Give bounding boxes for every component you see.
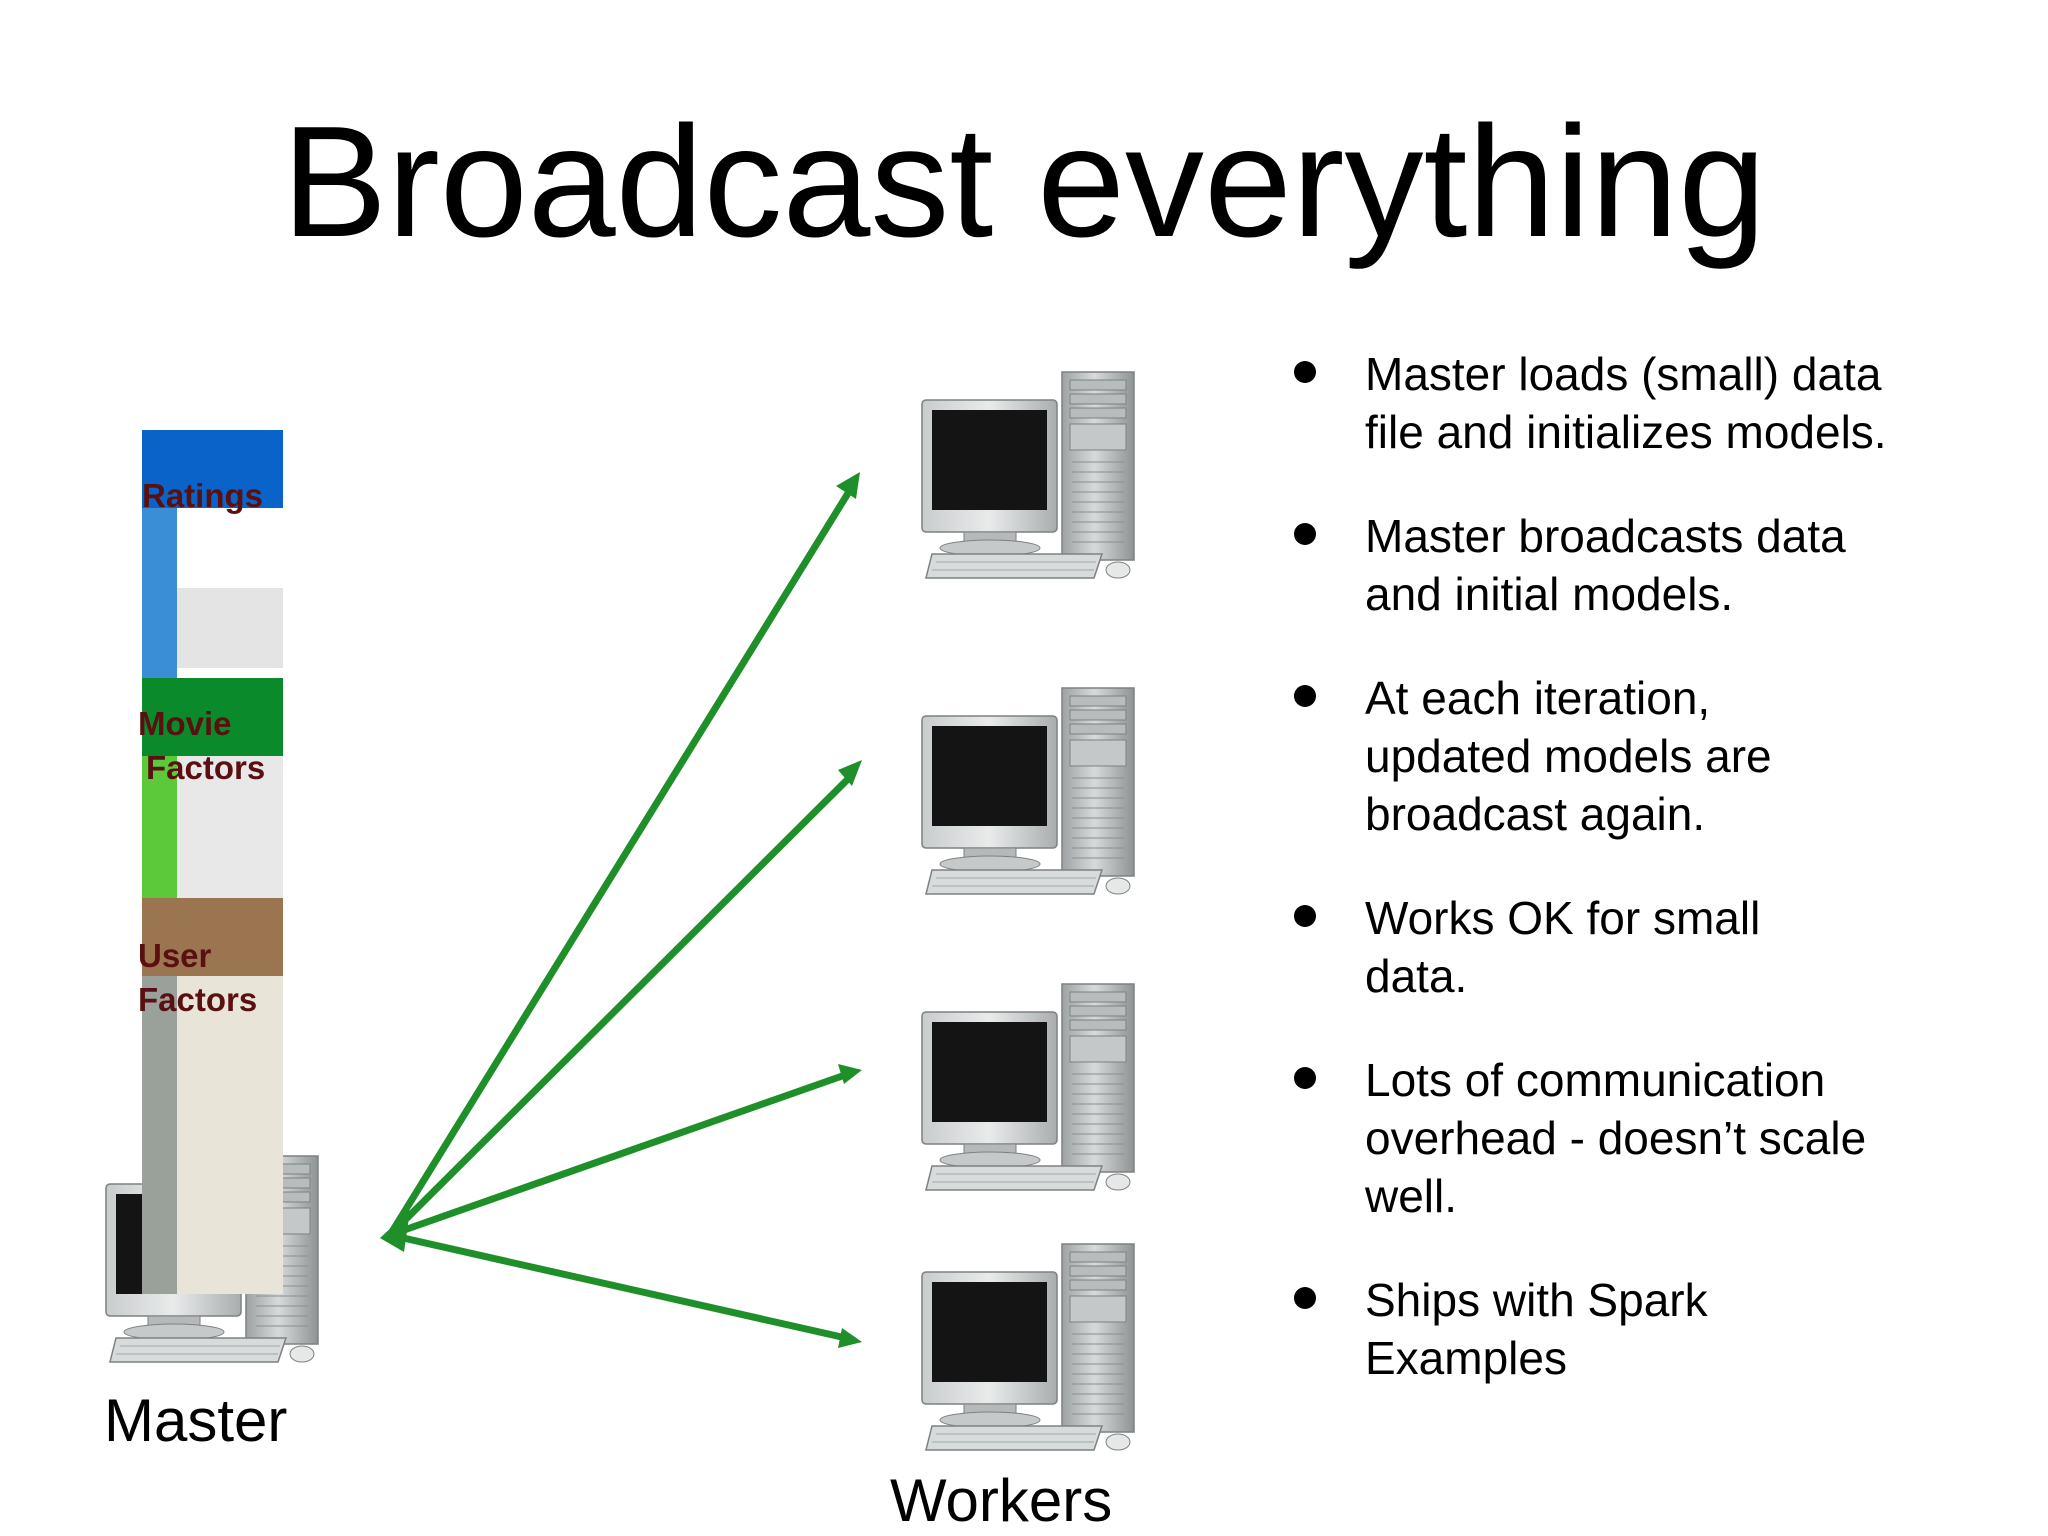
stack-label-user-factors: User Factors [138, 934, 257, 1022]
arrow-to-worker-2 [386, 760, 862, 1239]
workers-label: Workers [890, 1467, 1113, 1534]
bullet-item: Master loads (small) data file and initi… [1280, 345, 1925, 461]
stack-label-line: Movie [138, 705, 232, 742]
bullet-list: Master loads (small) data file and initi… [1280, 345, 2000, 1433]
bullet-item: Works OK for small data. [1280, 889, 1845, 1005]
slide-title: Broadcast everything [281, 94, 1767, 270]
worker-computer-icon-3 [921, 983, 1135, 1191]
bullet-item: Lots of communication overhead - doesn’t… [1280, 1051, 1905, 1225]
arrow-to-worker-4 [386, 1231, 862, 1348]
stack-label-line: Factors [138, 981, 258, 1018]
stack-label-line: User [138, 937, 212, 974]
arrow-to-worker-3 [386, 1064, 862, 1239]
arrow-to-worker-1 [386, 472, 860, 1239]
master-label: Master [104, 1387, 288, 1454]
ratings-block [142, 430, 283, 678]
stack-label-ratings: Ratings [142, 474, 263, 518]
stack-label-movie-factors: Movie Factors [138, 702, 265, 790]
movie-factors-block [142, 678, 283, 898]
bullet-item: Ships with Spark Examples [1280, 1271, 1785, 1387]
worker-computer-icon-2 [921, 687, 1135, 895]
stack-label-line: Ratings [142, 477, 264, 514]
bullet-item: At each iteration, updated models are br… [1280, 669, 1865, 843]
arrow-origin-head [380, 1210, 410, 1252]
bullet-item: Master broadcasts data and initial model… [1280, 507, 1925, 623]
worker-computer-icon-1 [921, 371, 1135, 579]
stack-label-line: Factors [146, 749, 266, 786]
broadcast-arrows [380, 472, 862, 1348]
worker-computer-icon-4 [921, 1243, 1135, 1451]
user-factors-block [142, 898, 283, 1294]
data-stack [142, 430, 283, 1294]
